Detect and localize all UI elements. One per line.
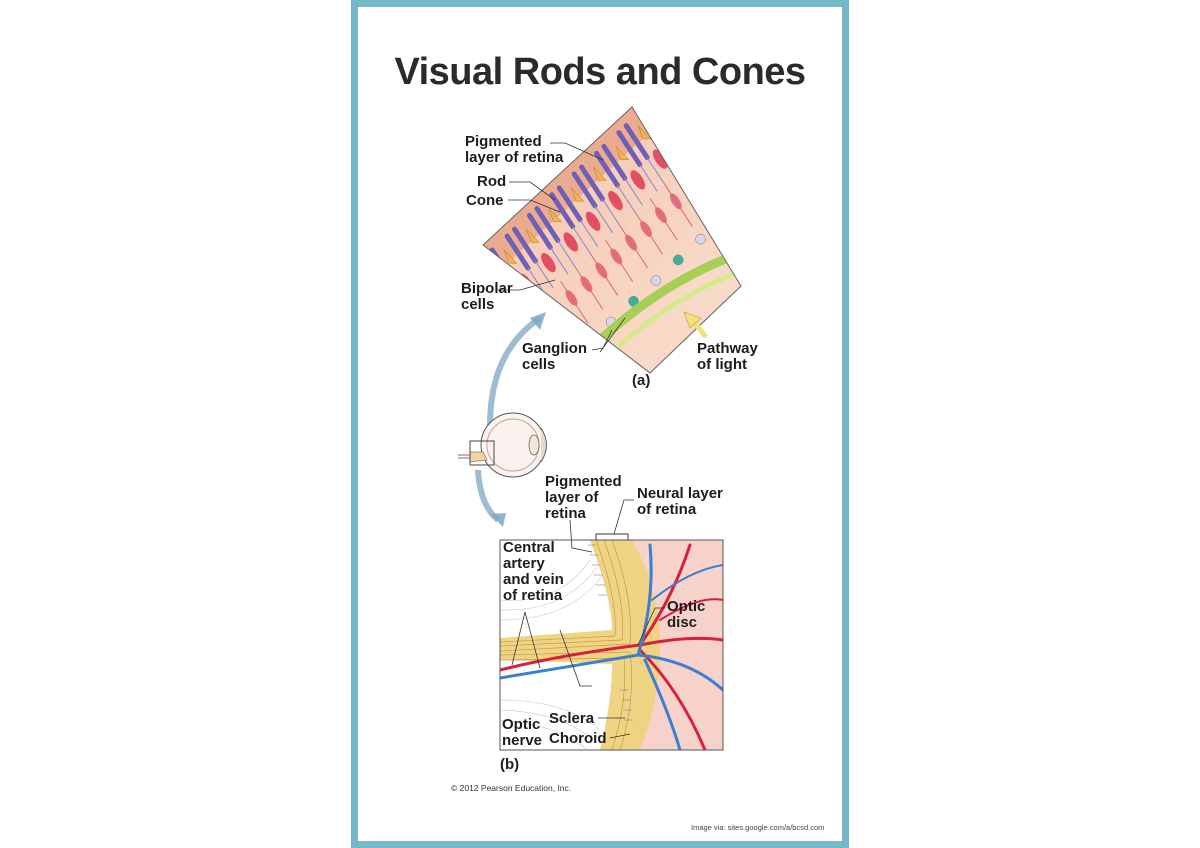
bipolar-process [604, 239, 634, 283]
ganglion-cell [672, 254, 684, 266]
cone-cell [548, 208, 563, 223]
panel-a-leader-lines [498, 142, 626, 353]
ganglion-cell [650, 275, 662, 286]
cone-nucleus [541, 253, 556, 273]
pathway-arrow [683, 311, 708, 339]
rod-axon [646, 157, 666, 185]
rod-axon [616, 184, 636, 213]
cone-nucleus [630, 170, 646, 190]
rod-cell [534, 206, 561, 243]
pigmented-layer-hatch [588, 544, 633, 721]
rod-cell [571, 171, 598, 209]
ganglion-cell [628, 296, 639, 307]
rod-cell [601, 143, 628, 181]
rod-cell [549, 192, 576, 230]
rod-axon [624, 178, 643, 206]
label-optic-nerve: Optic nerve [502, 716, 543, 749]
rod-cell [556, 185, 583, 223]
cone-cell [503, 249, 518, 264]
rod-axon [512, 281, 532, 310]
bipolar-process [664, 184, 693, 227]
cone-cell [593, 166, 607, 181]
cone-cell [637, 125, 652, 140]
sclera-fibers [500, 559, 603, 750]
rod-cell [504, 233, 531, 271]
label-neural-layer: Neural layer of retina [637, 485, 723, 518]
optic-nerve-fibers [500, 540, 660, 750]
cone-cell [526, 228, 540, 243]
cone-nucleus [608, 190, 623, 211]
label-rod: Rod [477, 173, 507, 190]
cone-nucleus [652, 149, 668, 169]
rod-axon [639, 164, 658, 192]
rod-axon [602, 198, 621, 227]
label-central-artery-vein: Central artery and vein of retina [503, 539, 564, 604]
rod-axon [557, 240, 576, 268]
bipolar-process [575, 267, 604, 310]
label-panel-a: (a) [632, 372, 651, 389]
rod-cell [616, 130, 643, 168]
bipolar-process [589, 253, 619, 296]
label-cone: Cone [466, 192, 504, 209]
rod-cell [526, 212, 553, 250]
label-optic-disc: Optic disc [667, 598, 706, 631]
label-bipolar-cells: Bipolar cells [461, 280, 513, 313]
retinal-vessels [500, 543, 723, 750]
panel-b-optic-disc [499, 539, 724, 751]
bipolar-process [560, 280, 589, 324]
rod-axon [549, 247, 569, 275]
bipolar-process [649, 198, 678, 241]
cone-cell [615, 146, 630, 160]
copyright-text: © 2012 Pearson Education, Inc. [451, 783, 572, 793]
label-sclera: Sclera [549, 710, 595, 727]
bipolar-process [619, 225, 649, 269]
bipolar-process [634, 211, 663, 255]
rod-cell [512, 226, 538, 264]
label-choroid: Choroid [549, 730, 607, 747]
image-credit: Image via: sites.google.com/a/bcsd.com [691, 823, 825, 832]
rod-axon [594, 205, 614, 234]
neural-layer-bracket [595, 533, 629, 540]
inner-limiting-layer [610, 269, 739, 354]
eyeball-icon [458, 412, 547, 478]
label-pigmented-layer-a: Pigmented layer of retina [465, 133, 564, 166]
label-ganglion-cells: Ganglion cells [522, 340, 587, 373]
cone-nucleus [585, 211, 601, 231]
rod-cell [623, 123, 650, 161]
panel-b-leader-lines [511, 499, 665, 739]
rod-axon [572, 226, 591, 254]
cone-nucleus [563, 232, 579, 252]
zoom-arrows [475, 312, 546, 527]
poster-title: Visual Rods and Cones [394, 51, 806, 93]
nerve-fiber-layer [596, 253, 730, 344]
ganglion-cell [695, 233, 706, 245]
rod-cell [579, 164, 606, 202]
rod-axon [579, 219, 599, 247]
cone-cell [570, 187, 585, 202]
label-panel-b: (b) [500, 756, 520, 773]
rod-axon [534, 260, 554, 289]
label-pathway-of-light: Pathway of light [697, 340, 758, 373]
label-pigmented-layer-b: Pigmented layer of retina [545, 473, 622, 522]
